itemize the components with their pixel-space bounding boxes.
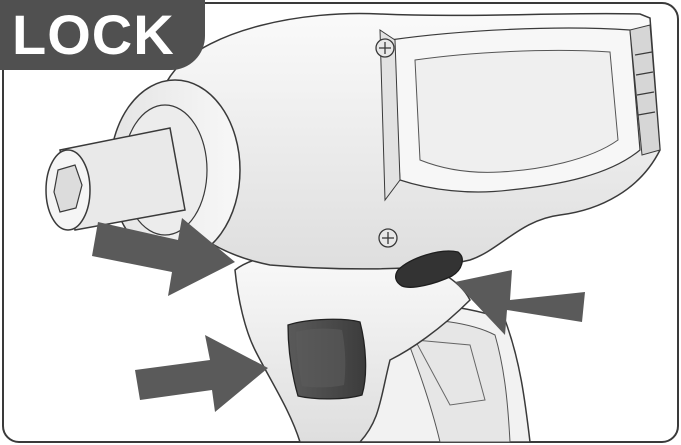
vent-slots (634, 51, 656, 116)
forward-reverse-switch (395, 250, 463, 288)
body-rib (379, 29, 401, 202)
socket-hex (53, 164, 83, 213)
arrow-right (455, 270, 585, 335)
trigger-highlight (296, 328, 346, 388)
arrow-lower-left (135, 335, 268, 412)
body-panel-inner (414, 49, 619, 173)
arrow-upper-left (92, 218, 235, 296)
screw-lower (378, 228, 398, 248)
handle-detail (414, 339, 486, 406)
vent-strip (629, 24, 661, 156)
handle-inner-panel (399, 319, 511, 443)
lock-badge: LOCK (0, 0, 205, 70)
screw-upper (375, 38, 395, 58)
